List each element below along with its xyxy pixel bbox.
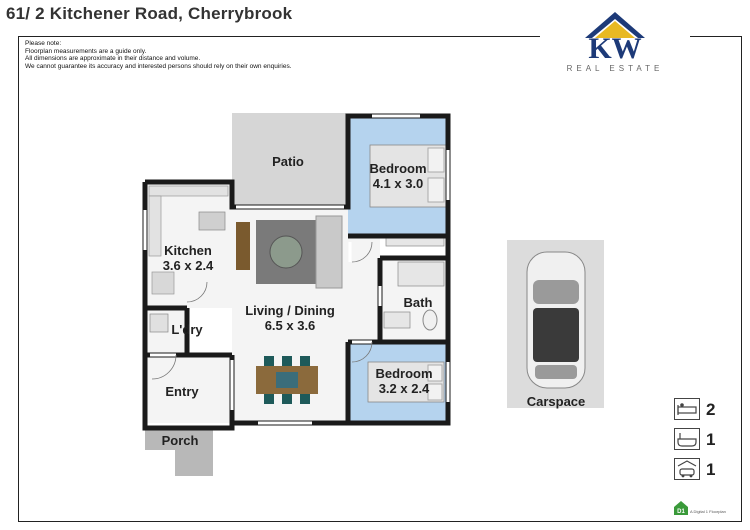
stat-value: 1 <box>706 430 716 449</box>
door-swings <box>151 241 373 380</box>
porch-step <box>175 450 213 476</box>
room-name: Living / Dining <box>245 303 335 318</box>
kw-house-icon: KW <box>585 12 645 65</box>
room-name: Bath <box>403 295 433 310</box>
room-label-carspace: Carspace <box>512 394 600 409</box>
note-line: All dimensions are approximate in their … <box>25 55 201 63</box>
room-dims: 3.6 x 2.4 <box>162 258 214 273</box>
stat-bedrooms: 2 <box>674 398 734 422</box>
page-frame <box>18 36 742 522</box>
dining-table <box>256 356 318 404</box>
d1-mark: D1 <box>677 509 685 515</box>
sink-icon <box>198 211 226 231</box>
room-label-entry: Entry <box>158 384 206 399</box>
kw-mark: KW <box>588 32 641 65</box>
fridge-icon <box>151 271 175 295</box>
hall-floor <box>348 236 380 342</box>
porch-area <box>145 428 213 450</box>
note-line: Please note: <box>25 40 62 47</box>
room-name: Bedroom <box>369 161 427 176</box>
car-icon <box>674 458 700 480</box>
room-name: Patio <box>272 154 304 169</box>
kw-logo: KW REAL ESTATE <box>540 6 690 78</box>
room-dims: 3.2 x 2.4 <box>378 381 430 396</box>
bathtub-icon <box>397 261 445 287</box>
logo-subtitle: REAL ESTATE <box>566 64 664 73</box>
entry-floor <box>145 355 232 423</box>
toilet-icon <box>422 309 438 331</box>
room-label-living: Living / Dining 6.5 x 3.6 <box>236 303 344 333</box>
room-label-bath: Bath <box>396 295 440 310</box>
note-line: Floorplan measurements are a guide only. <box>25 47 147 55</box>
vanity-icon <box>383 311 411 329</box>
room-label-kitchen: Kitchen 3.6 x 2.4 <box>150 243 226 273</box>
bath-icon <box>674 428 700 450</box>
room-label-bedroom-2: Bedroom 3.2 x 2.4 <box>362 366 446 396</box>
room-name: Porch <box>161 433 199 448</box>
car-image <box>526 251 586 389</box>
room-name: Carspace <box>526 394 586 409</box>
digital1-logo: D1 A Digital 1 Floorplan <box>673 500 726 521</box>
sofa <box>256 215 343 289</box>
openings <box>143 114 450 425</box>
washer-icon <box>149 313 169 333</box>
room-dims: 6.5 x 3.6 <box>264 318 316 333</box>
house-icon: D1 <box>674 501 688 515</box>
bed-1 <box>369 144 447 208</box>
room-name: Kitchen <box>164 243 212 258</box>
room-label-porch: Porch <box>152 433 208 448</box>
kitchen-counter <box>148 185 229 295</box>
room-name: Entry <box>165 384 199 399</box>
disclaimer-note: Please note: Floorplan measurements are … <box>25 40 292 70</box>
page-title: 61/ 2 Kitchener Road, Cherrybrook <box>6 4 293 23</box>
stat-value: 2 <box>706 400 716 419</box>
bed-2 <box>367 361 445 403</box>
stat-carspaces: 1 <box>674 458 734 482</box>
stat-value: 1 <box>706 460 716 479</box>
room-label-patio: Patio <box>258 154 318 169</box>
room-label-bedroom-1: Bedroom 4.1 x 3.0 <box>356 161 440 191</box>
d1-text: A Digital 1 Floorplan <box>690 509 726 514</box>
room-label-laundry: L'dry <box>167 322 207 337</box>
patio-area <box>232 113 346 209</box>
room-name: L'dry <box>171 322 203 337</box>
bed-icon <box>674 398 700 420</box>
room-dims: 4.1 x 3.0 <box>372 176 424 191</box>
room-name: Bedroom <box>375 366 433 381</box>
note-line: We cannot guarantee its accuracy and int… <box>25 62 292 70</box>
stat-bathrooms: 1 <box>674 428 734 452</box>
tv-unit <box>236 222 250 270</box>
